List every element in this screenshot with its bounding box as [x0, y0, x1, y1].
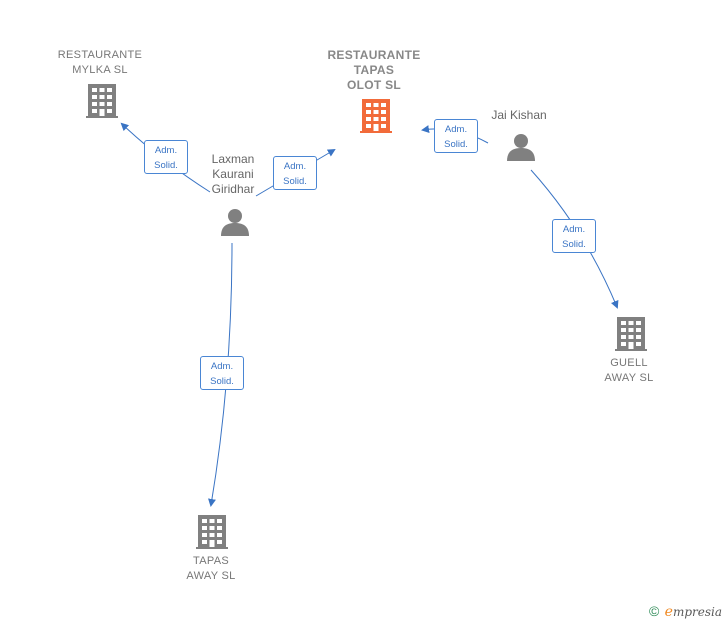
person-label-jai[interactable]: Jai Kishan — [491, 108, 547, 122]
building-icon-guell[interactable] — [615, 317, 647, 351]
relation-badge-laxman-tapas-olot: Adm. Solid. — [273, 156, 317, 190]
relation-badge-jai-tapas-olot: Adm. Solid. — [434, 119, 478, 153]
company-label-tapas-olot[interactable]: RESTAURANTE TAPAS OLOT SL — [327, 48, 421, 92]
person-label-laxman[interactable]: Laxman Kaurani Giridhar — [211, 152, 255, 196]
relation-badge-jai-guell: Adm. Solid. — [552, 219, 596, 253]
footer-brand: © empresia — [649, 603, 722, 620]
company-label-tapas-away[interactable]: TAPAS AWAY SL — [186, 555, 236, 582]
building-icon-tapas-away[interactable] — [196, 515, 228, 549]
building-icon-tapas-olot[interactable] — [360, 99, 392, 133]
person-icon-jai[interactable] — [507, 134, 535, 161]
relation-badge-laxman-tapas-away: Adm. Solid. — [200, 356, 244, 390]
brand-name: mpresia — [672, 605, 722, 619]
company-label-guell[interactable]: GUELL AWAY SL — [604, 357, 654, 384]
company-label-mylka[interactable]: RESTAURANTE MYLKA SL — [57, 49, 143, 76]
brand-initial: e — [664, 604, 673, 620]
relation-badge-laxman-mylka: Adm. Solid. — [144, 140, 188, 174]
building-icon-mylka[interactable] — [86, 84, 118, 118]
copyright-icon: © — [648, 603, 660, 619]
person-icon-laxman[interactable] — [221, 209, 249, 236]
